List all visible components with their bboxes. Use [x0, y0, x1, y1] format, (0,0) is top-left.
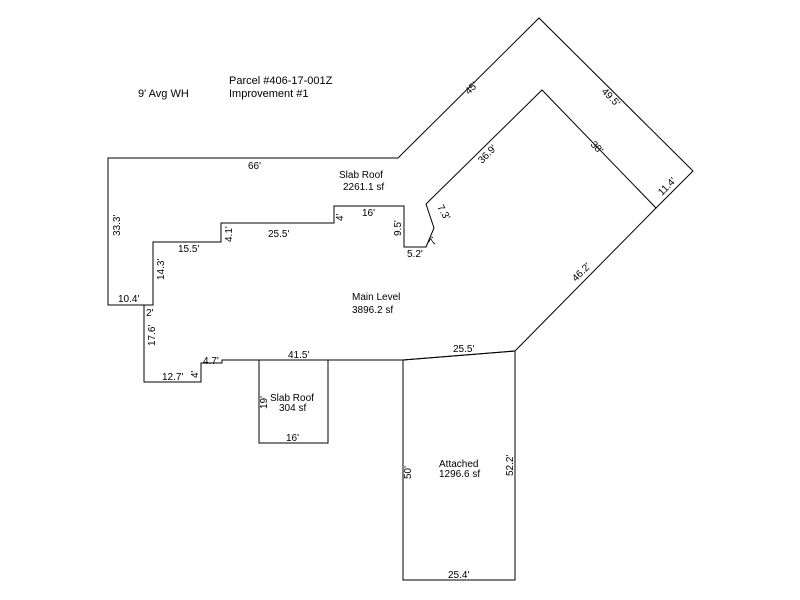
dim-inner-9-5: 9.5' [393, 220, 404, 236]
slab-roof-lower-name: Slab Roof [270, 393, 314, 404]
attached-name: Attached [439, 459, 478, 470]
dim-att-50: 50' [403, 466, 414, 479]
dim-step-15-5: 15.5' [178, 244, 199, 255]
dim-att-25-4: 25.4' [448, 570, 469, 581]
slab-roof-lower-area: 304 sf [279, 403, 306, 414]
dim-left-10-4: 10.4' [118, 294, 139, 305]
dim-bottom-12-7: 12.7' [162, 372, 183, 383]
wall-height-label: 9' Avg WH [138, 88, 189, 100]
main-level-name: Main Level [352, 292, 400, 303]
slab-roof-lower-outline [258, 359, 329, 444]
dim-bottom-4: 4' [190, 370, 201, 378]
main-level-outline [107, 17, 694, 306]
dim-left-2: 2' [146, 308, 154, 319]
improvement-label: Improvement #1 [229, 88, 308, 100]
dim-left-33-3: 33.3' [112, 215, 123, 236]
dim-step-4-1: 4.1' [224, 226, 235, 242]
slab-roof-upper-name: Slab Roof [339, 170, 383, 181]
dim-bottom-4-7: 4.7' [203, 356, 219, 367]
dim-inner-5-2: 5.2' [407, 249, 423, 260]
dim-inner-36-9: 36.9' [476, 143, 499, 166]
dim-inner-4: 4' [335, 213, 346, 221]
dim-inner-38: 38' [588, 139, 605, 156]
dim-top-45: 45' [463, 80, 480, 97]
dim-diag-46-2: 46.2' [570, 261, 593, 284]
dim-top-49-5: 49.5' [599, 86, 622, 109]
dim-slab-19: 19' [259, 396, 270, 409]
dim-right-11-4: 11.4' [656, 176, 678, 198]
dim-inner-7: 7' [427, 235, 440, 247]
dim-step-25-5: 25.5' [268, 229, 289, 240]
dim-bottom-25-5: 25.5' [453, 344, 474, 355]
dim-slab-16: 16' [286, 433, 299, 444]
main-level-area: 3896.2 sf [352, 305, 393, 316]
slab-roof-upper-area: 2261.1 sf [343, 182, 384, 193]
parcel-number: Parcel #406-17-001Z [229, 75, 333, 87]
dim-step-14-3: 14.3' [156, 259, 167, 280]
attached-outline [402, 350, 516, 581]
dim-bottom-41-5: 41.5' [288, 350, 309, 361]
dim-att-52-2: 52.2' [505, 455, 516, 476]
dim-top-66: 66' [248, 161, 261, 172]
dim-inner-7-3: 7.3' [434, 203, 451, 222]
dim-inner-16: 16' [362, 208, 375, 219]
dim-left-17-6: 17.6' [147, 325, 158, 346]
attached-area: 1296.6 sf [439, 469, 480, 480]
